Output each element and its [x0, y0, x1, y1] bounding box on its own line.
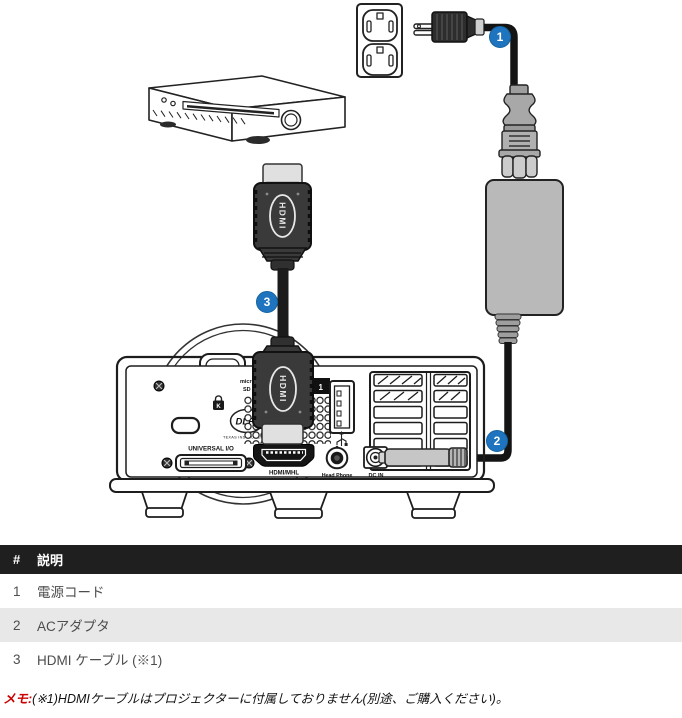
svg-text:1: 1	[497, 30, 504, 44]
hdmi-connector-top: HDMI	[253, 163, 312, 271]
headphone-jack: Head Phone	[322, 446, 353, 479]
row-desc: 電源コード	[37, 585, 105, 600]
hdmi-cable-wire	[277, 268, 289, 344]
svg-text:UNIVERSAL I/O: UNIVERSAL I/O	[188, 446, 234, 453]
kensington-slot	[170, 416, 201, 435]
svg-text:DC IN: DC IN	[369, 473, 384, 479]
ac-adapter	[466, 179, 564, 462]
connection-diagram: K DLP ® TEXAS INSTRUMENTS UNIVERSAL I/O …	[109, 3, 564, 519]
table-row: 3 HDMI ケーブル (※1)	[0, 642, 682, 676]
universal-io-port: UNIVERSAL I/O	[175, 446, 247, 472]
kensington-lock-icon: K	[213, 395, 224, 410]
power-cord-connector	[498, 84, 541, 179]
dvd-button	[161, 97, 167, 103]
table-row: 1 電源コード	[0, 574, 682, 608]
dvd-button	[170, 100, 176, 107]
row-desc: HDMI ケーブル (※1)	[37, 653, 163, 668]
table-header: # 説明	[0, 545, 682, 574]
dvd-player	[148, 75, 346, 144]
svg-text:micro: micro	[240, 379, 256, 385]
svg-text:2: 2	[494, 434, 501, 448]
row-num: 1	[13, 583, 21, 599]
usb-port	[329, 380, 355, 434]
svg-text:HDMI: HDMI	[278, 375, 288, 403]
row-num: 3	[13, 651, 21, 667]
row-num: 2	[13, 617, 21, 633]
microsd-label: micro SD	[240, 379, 256, 393]
wall-outlet	[356, 3, 403, 78]
callout-1: 1	[489, 26, 511, 48]
dvd-foot	[160, 121, 176, 128]
svg-text:HDMI: HDMI	[278, 202, 288, 230]
callout-3: 3	[256, 291, 278, 313]
svg-text:K: K	[216, 404, 221, 410]
adapter-strain-relief	[494, 313, 522, 344]
note-label: メモ:	[3, 692, 33, 706]
adapter-cable	[466, 342, 512, 462]
dvd-foot	[246, 136, 270, 144]
svg-text:Head Phone: Head Phone	[322, 473, 353, 479]
hdmi-connector-bottom: HDMI	[252, 336, 314, 445]
svg-text:HDMI/MHL: HDMI/MHL	[269, 471, 299, 477]
parts-table: # 説明 1 電源コード 2 ACアダプタ 3 HDMI ケーブル (※1)	[0, 545, 682, 676]
header-desc: 説明	[37, 553, 64, 568]
table-row: 2 ACアダプタ	[0, 608, 682, 642]
projector-foot	[141, 491, 461, 519]
note: メモ:(※1)HDMIケーブルはプロジェクターに付属しておりません(別途、ご購入…	[0, 688, 682, 707]
header-num: #	[13, 552, 21, 567]
usb-icon	[335, 431, 348, 449]
dc-plug	[378, 447, 468, 468]
svg-text:1: 1	[319, 383, 324, 392]
power-cord	[413, 11, 541, 179]
power-plug	[413, 11, 485, 43]
note-body: (※1)HDMIケーブルはプロジェクターに付属しておりません(別途、ご購入くださ…	[32, 692, 509, 706]
callout-2: 2	[486, 430, 508, 452]
svg-text:3: 3	[264, 295, 271, 309]
projector-base	[109, 478, 495, 493]
hdmi-cable: HDMI HDMI	[252, 163, 314, 445]
hdmi-mhl-port: HDMI/MHL	[253, 444, 315, 477]
svg-text:SD: SD	[243, 387, 251, 393]
row-desc: ACアダプタ	[37, 619, 110, 634]
